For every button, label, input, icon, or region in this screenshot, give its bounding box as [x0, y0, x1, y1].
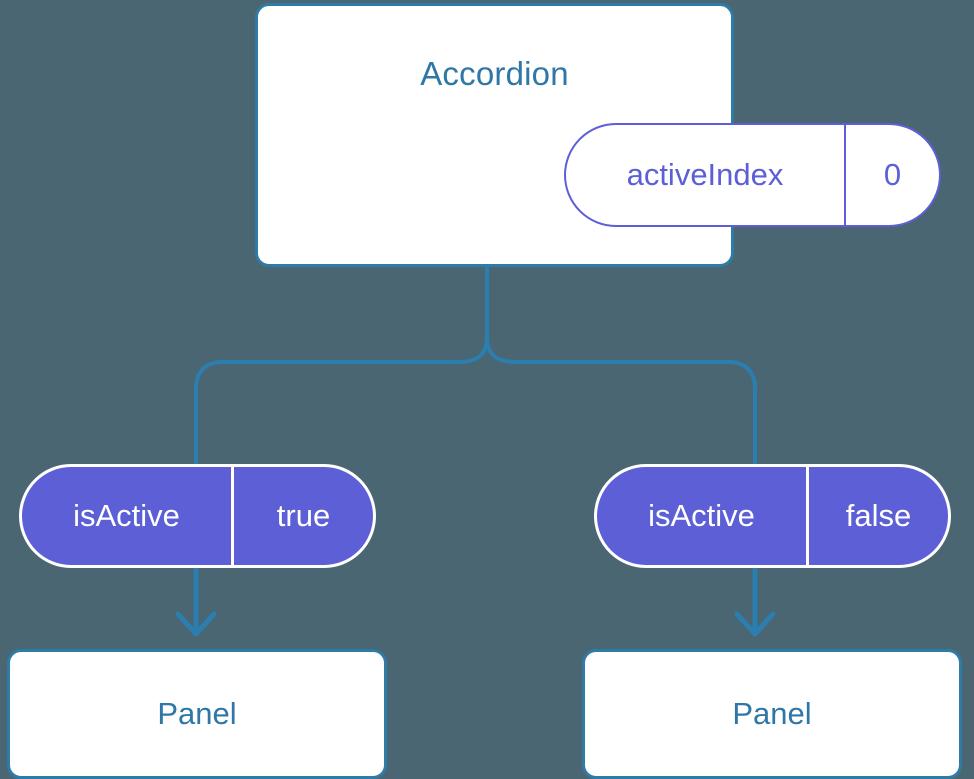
accordion-component-card[interactable]: Accordion activeIndex 0 — [255, 3, 941, 267]
fork-connector — [485, 265, 757, 468]
fork-connector-left — [194, 334, 489, 468]
panel-title-left: Panel — [157, 696, 237, 731]
prop-value-activeindex: 0 — [883, 157, 902, 192]
arrow-left — [175, 567, 217, 637]
prop-key-isactive-right: isActive — [597, 467, 809, 565]
prop-pill-isactive-left[interactable]: isActive true — [19, 464, 376, 568]
panel-title-right: Panel — [732, 696, 812, 731]
prop-pill-isactive-right[interactable]: isActive false — [594, 464, 951, 568]
prop-value-isactive-left: true — [276, 498, 331, 533]
arrow-right — [734, 567, 776, 637]
prop-key-isactive-left: isActive — [22, 467, 234, 565]
prop-key-activeindex: activeIndex — [566, 125, 846, 225]
prop-value-isactive-right: false — [845, 498, 912, 533]
panel-component-card-right[interactable]: Panel — [582, 649, 962, 779]
prop-pill-activeindex[interactable]: activeIndex 0 — [564, 123, 941, 227]
accordion-title: Accordion — [420, 55, 569, 92]
panel-component-card-left[interactable]: Panel — [7, 649, 387, 779]
